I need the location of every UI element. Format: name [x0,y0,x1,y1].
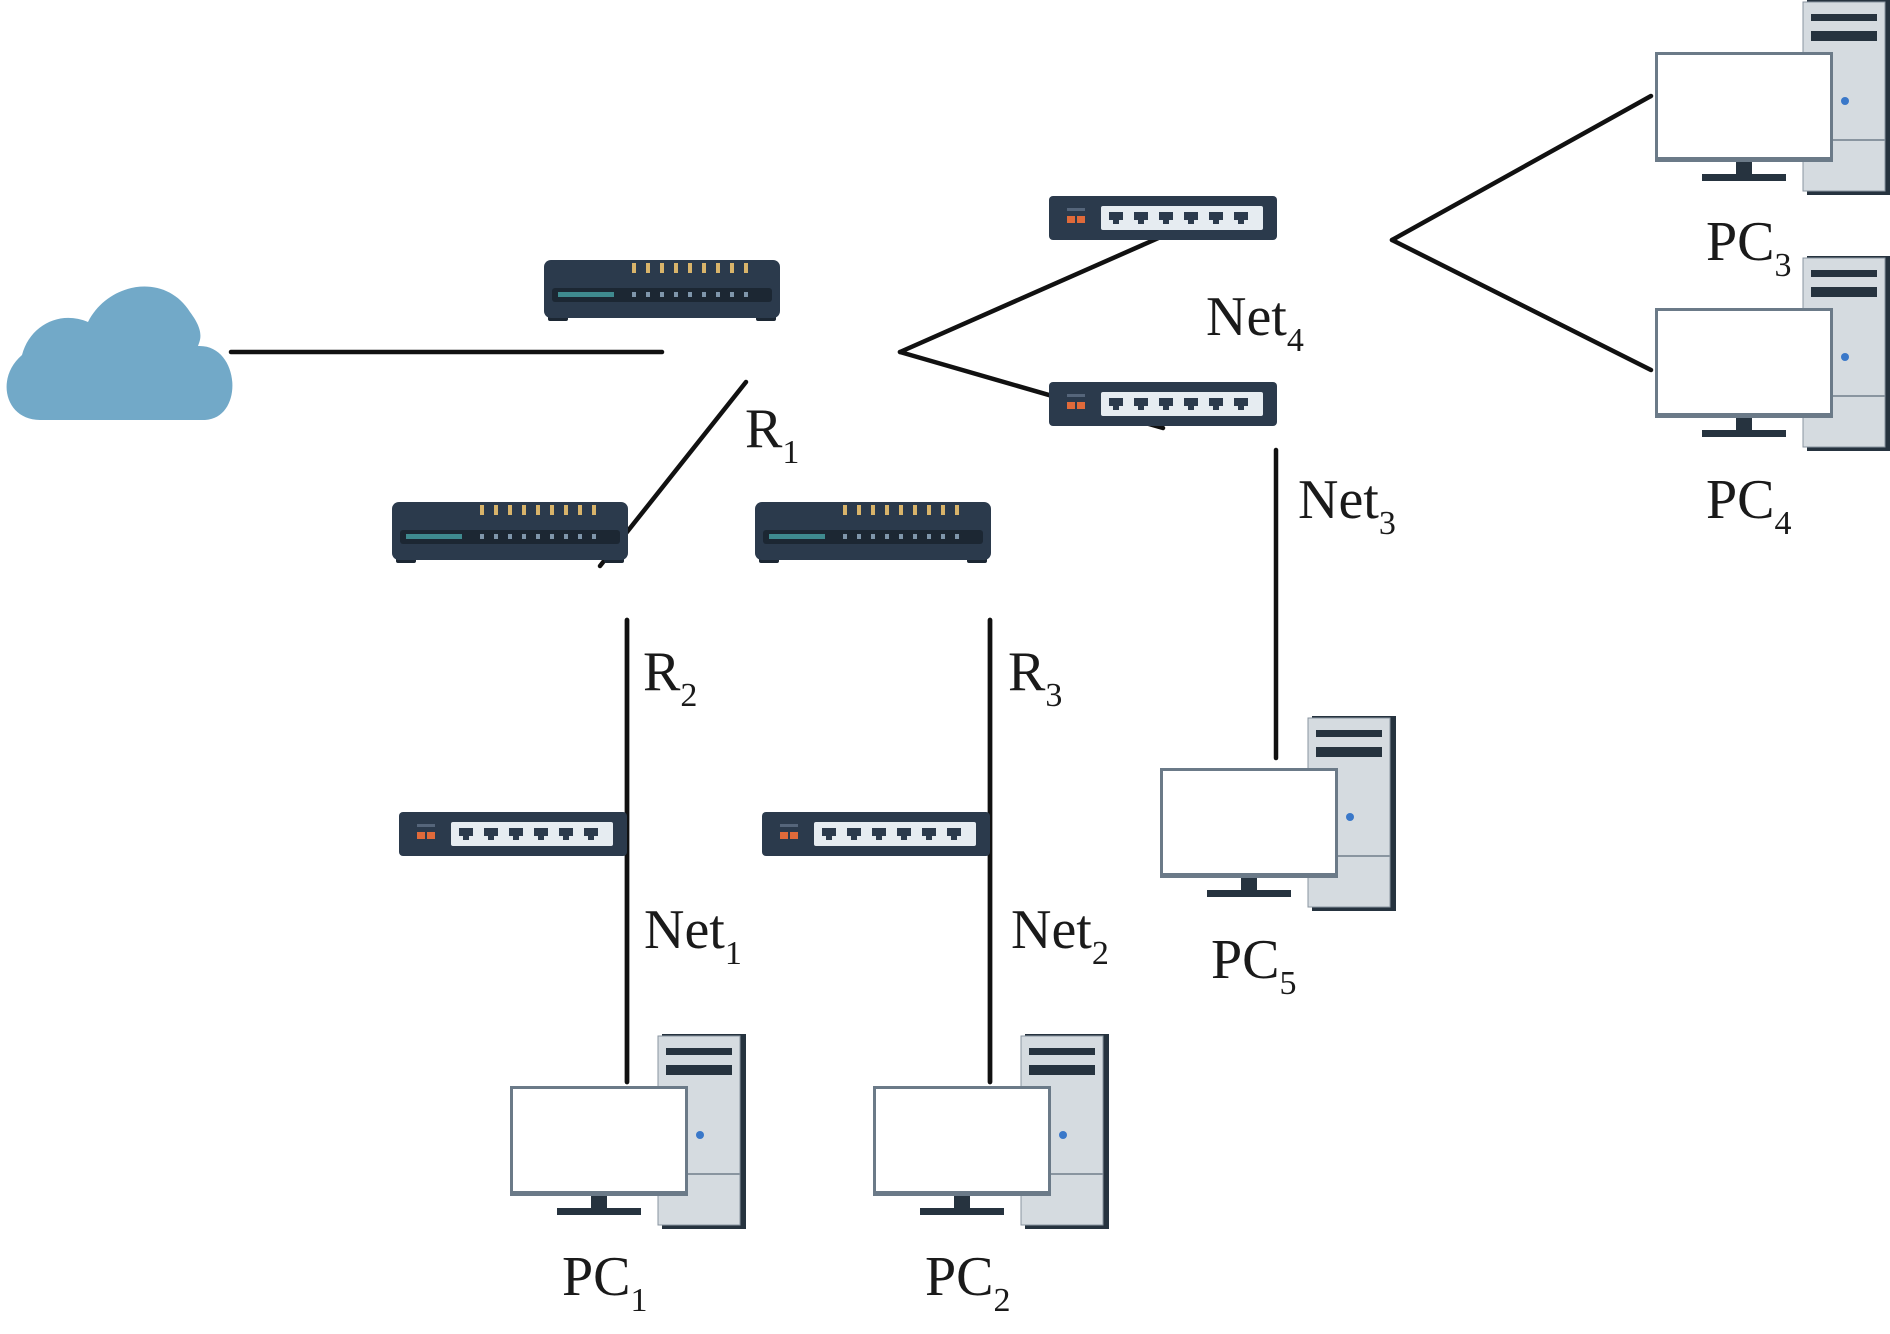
computer-pc4 [1655,256,1890,451]
desktop-computer-icon [1655,0,1890,195]
label-pc2: PC2 [925,1246,1011,1319]
router-r2 [392,502,628,563]
computer-pc5 [1160,716,1396,911]
label-net1-main: Net [644,899,725,961]
label-pc1-sub: 1 [631,1282,648,1319]
label-net3: Net3 [1298,469,1396,542]
desktop-computer-icon [1160,716,1396,911]
label-pc4: PC4 [1706,469,1792,542]
label-r3-main: R [1008,641,1046,703]
label-net1-sub: 1 [725,935,742,972]
cloud [6,286,233,420]
label-pc5-main: PC [1211,929,1280,991]
router-icon [392,502,628,563]
switch-icon [762,812,990,856]
computer-pc2 [873,1034,1109,1229]
desktop-computer-icon [873,1034,1109,1229]
desktop-computer-icon [1655,256,1890,451]
router-icon [755,502,991,563]
label-net4: Net4 [1206,286,1304,359]
label-r1-sub: 1 [782,434,799,471]
switch-icon [1049,382,1277,426]
link-net4-pc4 [1389,237,1654,373]
desktop-computer-icon [510,1034,746,1229]
label-pc5-sub: 5 [1280,965,1297,1002]
computer-pc1 [510,1034,746,1229]
label-pc1-main: PC [562,1246,631,1308]
switch-net1 [399,812,627,856]
label-r2-main: R [643,641,681,703]
label-net2-main: Net [1011,899,1092,961]
link-net4-pc3 [1389,93,1654,243]
label-net4-main: Net [1206,286,1287,348]
switch-net4 [1049,196,1277,240]
label-pc4-sub: 4 [1775,505,1792,542]
label-r3: R3 [1008,641,1062,714]
label-pc3: PC3 [1706,211,1792,284]
label-pc4-main: PC [1706,469,1775,531]
label-pc3-sub: 3 [1775,247,1792,284]
router-r1 [544,260,780,321]
label-net1: Net1 [644,899,742,972]
switch-net2 [762,812,990,856]
computer-pc3 [1655,0,1890,195]
label-r2: R2 [643,641,697,714]
switch-icon [399,812,627,856]
label-pc2-main: PC [925,1246,994,1308]
router-r3 [755,502,991,563]
label-r1-main: R [745,398,783,460]
label-net2-sub: 2 [1092,935,1109,972]
label-net3-main: Net [1298,469,1379,531]
links-layer [228,93,1654,1085]
label-pc5: PC5 [1211,929,1297,1002]
label-pc3-main: PC [1706,211,1775,273]
label-r1: R1 [745,398,799,471]
label-pc1: PC1 [562,1246,648,1319]
label-net3-sub: 3 [1379,505,1396,542]
router-icon [544,260,780,321]
switch-icon [1049,196,1277,240]
label-net4-sub: 4 [1287,322,1304,359]
cloud-icon [6,286,233,420]
label-r3-sub: 3 [1045,677,1062,714]
label-pc2-sub: 2 [994,1282,1011,1319]
switch-net3 [1049,382,1277,426]
label-net2: Net2 [1011,899,1109,972]
link-r1-net4 [897,233,1166,355]
label-r2-sub: 2 [680,677,697,714]
